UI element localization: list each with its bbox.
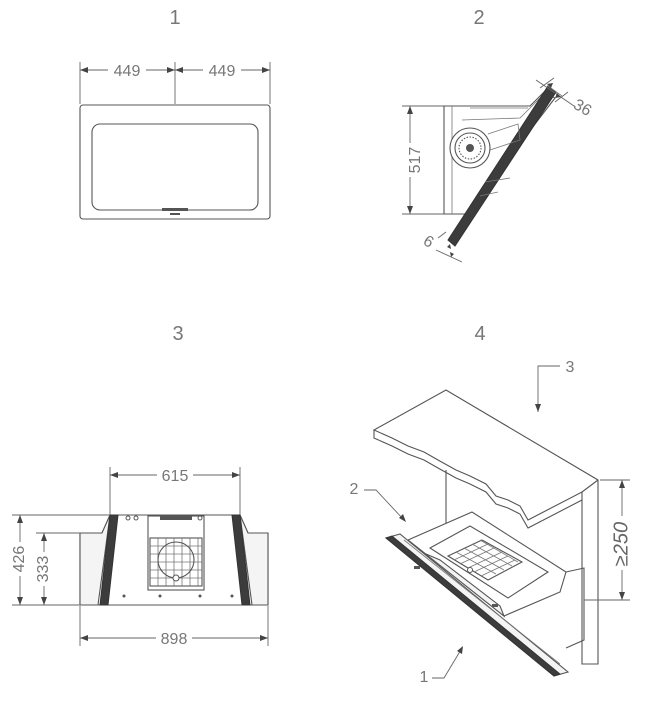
hood-outer-frame bbox=[79, 104, 271, 220]
callout-3-leader bbox=[537, 365, 560, 412]
control-strip bbox=[162, 208, 188, 211]
callout-2-number: 2 bbox=[350, 481, 359, 498]
callout-3-arrow bbox=[535, 404, 541, 412]
callout-2-leader bbox=[364, 489, 405, 521]
fan-hub bbox=[466, 144, 474, 152]
glass-edge-iso bbox=[384, 535, 562, 677]
dim-36-tick-a bbox=[539, 77, 555, 89]
callout-3-number: 3 bbox=[566, 359, 575, 376]
screw-b bbox=[133, 515, 139, 521]
dim-clearance: ≥250 bbox=[610, 522, 632, 566]
duct-side bbox=[565, 567, 585, 649]
dim-height-bg bbox=[401, 143, 419, 177]
logo-mark bbox=[170, 213, 180, 215]
view-1-number: 1 bbox=[169, 7, 180, 29]
callout-1-number: 1 bbox=[420, 669, 429, 686]
hood-side-details bbox=[451, 97, 541, 214]
view-2-number: 2 bbox=[473, 7, 484, 29]
dim-36: 36 bbox=[570, 96, 594, 120]
dim-36-ext bbox=[535, 79, 575, 107]
view-4-installation: 4 ≥250 3 2 1 bbox=[350, 323, 633, 686]
dim-898-bg bbox=[156, 629, 192, 647]
side-ribs bbox=[479, 177, 511, 197]
glass-top-edge bbox=[547, 85, 563, 97]
hood-intake-frame bbox=[428, 525, 550, 599]
callout-1-leader bbox=[432, 647, 463, 679]
filter-iso-grid bbox=[453, 539, 519, 577]
dim-6-ext bbox=[435, 249, 463, 263]
screw-d bbox=[122, 594, 126, 598]
view-3-number: 3 bbox=[172, 323, 183, 345]
dim-333-arrows bbox=[41, 533, 47, 605]
screw-g bbox=[230, 594, 234, 598]
dim-250-bg bbox=[610, 516, 632, 570]
edge-strip-left bbox=[99, 514, 119, 606]
dim-333-bg bbox=[35, 552, 53, 586]
glass-hinge-a bbox=[414, 566, 420, 569]
dim-615-bg bbox=[157, 466, 193, 484]
side-wing-left bbox=[79, 514, 111, 606]
view-1-front: 1 449 449 bbox=[79, 7, 271, 220]
screw-a bbox=[125, 515, 131, 521]
dim-426-bg bbox=[11, 542, 29, 576]
dim-615: 615 bbox=[162, 468, 189, 485]
dim-36-tick-b bbox=[554, 91, 569, 103]
fan-ring bbox=[454, 132, 486, 164]
dim-6-arrows bbox=[447, 244, 454, 257]
filter-knob bbox=[172, 574, 180, 582]
callout-1-arrow bbox=[457, 646, 463, 654]
motor-top-bar bbox=[160, 516, 192, 520]
duct-outlet bbox=[487, 123, 521, 151]
side-wing-right bbox=[239, 514, 269, 606]
fan-blades bbox=[458, 136, 482, 160]
glass-hinge-b bbox=[492, 604, 498, 607]
view-2-side: 2 517 36 6 bbox=[401, 7, 594, 263]
dim-arrows bbox=[80, 67, 270, 73]
dim-6-tick bbox=[437, 231, 447, 239]
dim-6: 6 bbox=[420, 233, 436, 252]
dim-333: 333 bbox=[35, 556, 52, 583]
dim-label-bg-right bbox=[203, 60, 241, 78]
cabinet-above bbox=[372, 389, 599, 665]
filter-iso-knob bbox=[467, 567, 473, 573]
glass-reflection bbox=[403, 539, 561, 665]
callout-2-arrow bbox=[399, 514, 406, 522]
dim-898: 898 bbox=[161, 631, 188, 648]
dim-36-arrows bbox=[547, 83, 561, 98]
edge-strip-right bbox=[231, 514, 251, 606]
screw-f bbox=[198, 594, 202, 598]
cabinet-lower-edge bbox=[373, 430, 583, 529]
dim-449-right: 449 bbox=[209, 63, 236, 80]
screw-c bbox=[197, 515, 203, 521]
dim-449-left: 449 bbox=[114, 63, 141, 80]
view-3-top: 3 615 426 bbox=[11, 323, 269, 648]
dim-426: 426 bbox=[11, 546, 28, 573]
dim-label-bg-left bbox=[108, 60, 146, 78]
dim-517: 517 bbox=[407, 147, 424, 174]
view-4-number: 4 bbox=[474, 323, 485, 345]
screw-e bbox=[158, 594, 162, 598]
wall-corner bbox=[581, 479, 599, 493]
